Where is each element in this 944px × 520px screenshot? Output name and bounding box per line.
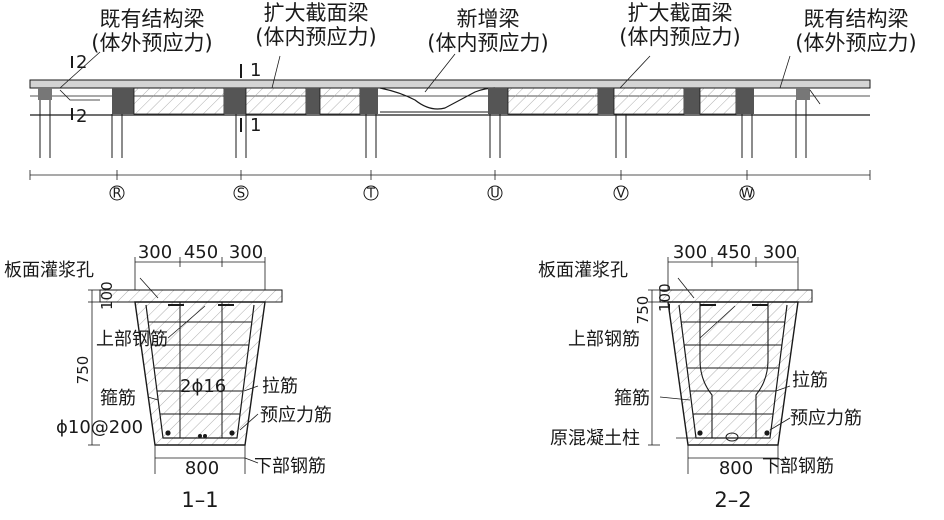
s2-caption: 2–2 [714, 488, 751, 512]
s2-label-stirrup: 箍筋 [614, 388, 650, 409]
elevation-slab [29, 79, 871, 89]
svg-text:U: U [490, 187, 500, 202]
s2-leaders [659, 277, 791, 464]
label-new-beam-line1: 新增梁 [457, 7, 520, 31]
svg-text:2: 2 [76, 52, 87, 73]
axis-V: V [613, 185, 629, 202]
label-left-existing-line1: 既有结构梁 [100, 7, 205, 31]
section-1-1: 300 450 300 100 750 800 板面灌浆孔 上部钢筋 2ϕ16 … [4, 242, 332, 512]
s1-label-stirrup-spec: ϕ10@200 [56, 417, 143, 438]
s2-bottom-dim-ticks [687, 445, 779, 474]
s1-label-tie: 拉筋 [262, 376, 298, 397]
s1-label-top-rebar: 上部钢筋 [96, 329, 168, 350]
axis-U: U [487, 185, 503, 202]
s2-dim-300b: 300 [763, 242, 797, 263]
svg-text:W: W [741, 187, 754, 202]
s1-dim-750: 750 [74, 356, 92, 385]
cut-mark-1: 1 1 [240, 60, 261, 136]
svg-text:1: 1 [250, 60, 261, 81]
elevation-dim-ticks [29, 170, 871, 180]
axis-S: S [233, 185, 249, 202]
s1-dim-300a: 300 [138, 242, 172, 263]
axis-W: W [739, 185, 755, 202]
s1-label-grout-hole: 板面灌浆孔 [4, 260, 94, 281]
svg-text:1: 1 [250, 115, 261, 136]
s1-dim-800: 800 [185, 458, 219, 479]
right-external-tendon [809, 89, 821, 105]
s2-top-dim-ticks [667, 257, 799, 290]
label-right-enlarged-line2: (体内预应力) [619, 25, 740, 49]
right-existing-beam-end [796, 88, 810, 100]
new-beam-tendon-curve [379, 87, 496, 110]
s1-dim-100: 100 [98, 281, 116, 310]
s1-dim-300b: 300 [229, 242, 263, 263]
label-left-enlarged-line1: 扩大截面梁 [264, 1, 369, 25]
s1-bottom-dim-ticks [154, 445, 246, 474]
svg-text:2: 2 [76, 106, 87, 127]
s2-dim-300a: 300 [673, 242, 707, 263]
svg-text:T: T [366, 187, 375, 202]
svg-text:R: R [112, 187, 121, 202]
s2-label-bottom-rebar: 下部钢筋 [762, 456, 834, 477]
s1-label-bottom-rebar: 下部钢筋 [254, 456, 326, 477]
label-right-enlarged-line1: 扩大截面梁 [628, 1, 733, 25]
svg-text:S: S [237, 187, 245, 202]
s2-height-dim-ticks [648, 289, 660, 446]
right-enlarged-beam [488, 87, 754, 115]
s2-dim-100: 100 [656, 283, 674, 312]
s1-dim-450: 450 [184, 242, 218, 263]
s2-stirrup-outline [678, 304, 788, 439]
s2-label-prestress: 预应力筋 [790, 408, 862, 429]
left-enlarged-beam [112, 87, 378, 115]
label-right-existing-line1: 既有结构梁 [804, 7, 909, 31]
s2-original-column [699, 302, 769, 438]
s2-slab [659, 289, 813, 303]
s1-top-dim-ticks [134, 257, 266, 290]
s2-label-tie: 拉筋 [792, 370, 828, 391]
axis-R: R [109, 185, 125, 202]
s1-slab [99, 289, 283, 303]
cut-mark-2: 2 2 [71, 52, 87, 127]
left-existing-beam-end [38, 88, 52, 100]
s1-ties [148, 321, 252, 415]
s1-height-dim-ticks [88, 289, 100, 446]
s1-label-stirrup: 箍筋 [100, 388, 136, 409]
s2-label-grout-hole: 板面灌浆孔 [538, 260, 628, 281]
elevation-leaders [59, 51, 791, 93]
label-right-existing-line2: (体外预应力) [795, 31, 916, 55]
s2-label-top-rebar: 上部钢筋 [568, 329, 640, 350]
label-new-beam-line2: (体内预应力) [427, 31, 548, 55]
s2-dim-800: 800 [719, 458, 753, 479]
elevation-view: R S T U V W 1 1 [29, 1, 917, 202]
axis-T: T [363, 185, 379, 202]
s2-label-original-column: 原混凝土柱 [550, 428, 640, 449]
section-2-2: 300 450 300 100 750 800 板面灌浆孔 上部钢筋 拉筋 箍筋… [538, 242, 862, 512]
s1-leaders [139, 277, 259, 464]
s1-label-prestress: 预应力筋 [260, 405, 332, 426]
s1-bottom-bars [165, 430, 235, 438]
s1-label-2phi16: 2ϕ16 [180, 376, 226, 397]
left-external-tendon [59, 89, 100, 101]
svg-text:V: V [617, 187, 626, 202]
s2-bottom-bars [697, 430, 770, 442]
s1-caption: 1–1 [181, 488, 218, 512]
s2-dim-750: 750 [634, 296, 652, 325]
label-left-enlarged-line2: (体内预应力) [255, 25, 376, 49]
s2-ties [681, 321, 785, 415]
elevation-columns [39, 100, 807, 158]
s2-dim-450: 450 [717, 242, 751, 263]
label-left-existing-line2: (体外预应力) [91, 31, 212, 55]
